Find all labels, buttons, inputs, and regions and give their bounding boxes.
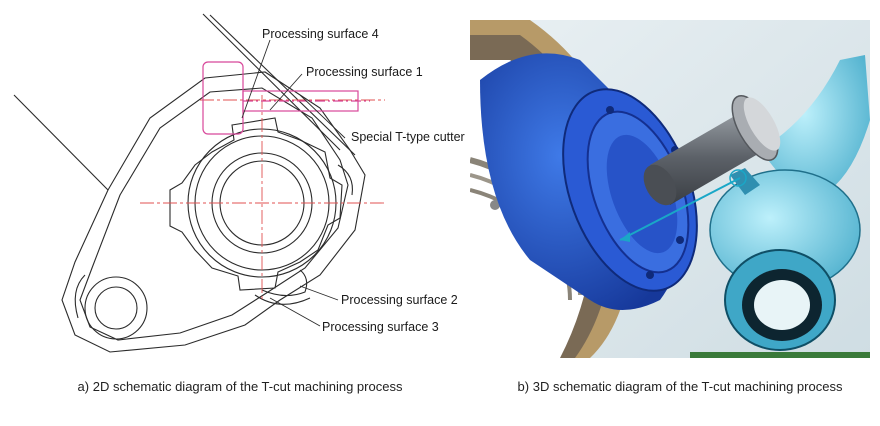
label-processing-surface-3: Processing surface 3: [322, 320, 439, 334]
2d-diagram: Processing surface 4 Processing surface …: [13, 13, 465, 353]
label-special-t-type-cutter: Special T-type cutter: [351, 130, 465, 144]
panel-3d-diagram: b) 3D schematic diagram of the T-cut mac…: [470, 0, 880, 426]
label-processing-surface-2: Processing surface 2: [341, 293, 458, 307]
leader-lines: [241, 39, 346, 327]
caption-3d: b) 3D schematic diagram of the T-cut mac…: [517, 379, 843, 394]
cyan-workpiece: [709, 55, 870, 351]
axis-arrowhead: [620, 232, 630, 242]
caption-2d: a) 2D schematic diagram of the T-cut mac…: [77, 379, 403, 394]
label-processing-surface-4: Processing surface 4: [262, 27, 379, 41]
blue-spindle-head: [480, 53, 698, 310]
3d-render: [470, 20, 870, 358]
label-processing-surface-1: Processing surface 1: [306, 65, 423, 79]
cutter-axis-line: [619, 177, 741, 241]
panel-2d-diagram: Processing surface 4 Processing surface …: [13, 13, 465, 394]
t-type-cutter-3d: [643, 95, 781, 206]
centerlines: [140, 95, 385, 300]
